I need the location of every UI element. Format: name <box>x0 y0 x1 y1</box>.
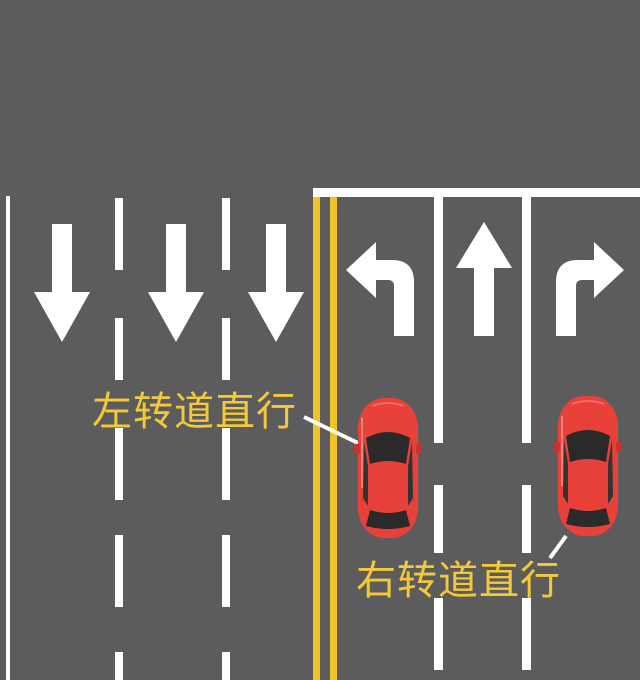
car-right-turn-lane <box>553 395 623 537</box>
callout-leader-left <box>303 415 359 445</box>
road-edge-line <box>6 196 10 680</box>
straight-arrow-icon <box>456 222 512 336</box>
down-arrow-icon <box>34 224 90 342</box>
right-turn-arrow-icon <box>556 242 624 336</box>
down-arrow-icon <box>248 224 304 342</box>
stop-line <box>313 188 640 197</box>
label-left-turn-lane-straight: 左转道直行 <box>92 389 297 435</box>
center-line-double-yellow <box>313 197 337 680</box>
approach-lane-dividers <box>434 197 531 670</box>
oncoming-lane-dividers <box>115 198 230 680</box>
label-right-turn-lane-straight: 右转道直行 <box>356 558 561 604</box>
car-left-turn-lane <box>353 397 423 539</box>
down-arrow-icon <box>148 224 204 342</box>
left-turn-arrow-icon <box>346 242 414 336</box>
callout-leader-right <box>548 534 568 560</box>
